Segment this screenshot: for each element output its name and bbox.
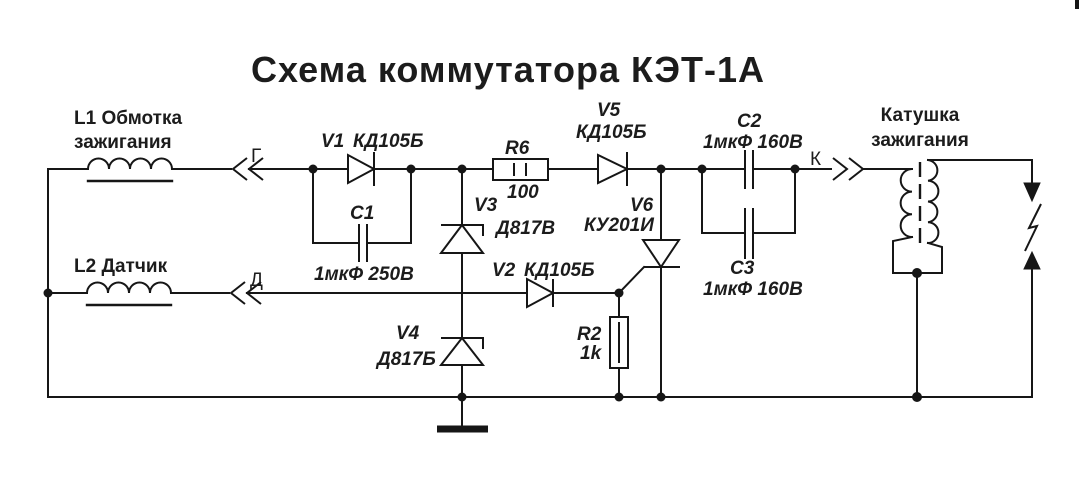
capacitor-c1: С1 1мкФ 250В — [312, 168, 414, 285]
resistor-r2: R2 1k — [577, 292, 629, 398]
c2-value: 1мкФ 160В — [703, 132, 803, 153]
connector-g: Г — [231, 146, 264, 181]
spark-gap-top-arrow-icon — [1023, 182, 1041, 203]
coil-secondary-winding — [926, 158, 940, 245]
coil-ht-wire — [927, 159, 1033, 184]
spark-lightning-icon — [1024, 203, 1042, 252]
r6-resistor-symbol — [492, 158, 549, 181]
v4-zener-symbol — [438, 336, 486, 366]
page-title: Схема коммутатора КЭТ-1А — [251, 49, 765, 90]
diode-v2: V2 КД105Б — [492, 260, 595, 309]
coil-primary-bottom-lead — [892, 235, 918, 274]
c2-capacitor-symbol — [744, 150, 754, 189]
l1-coil-symbol — [86, 157, 174, 171]
capacitor-c3: С3 1мкФ 160В — [701, 168, 803, 300]
v5-diode-symbol — [597, 153, 630, 185]
connector-g-label: Г — [251, 146, 261, 167]
resistor-r6: R6 100 — [492, 138, 549, 203]
v2-part: КД105Б — [524, 260, 595, 281]
wiring — [47, 168, 1033, 398]
c2-ref: С2 — [737, 111, 762, 132]
inductor-l2: L2 Датчик — [74, 256, 173, 307]
l2-label: L2 Датчик — [74, 256, 168, 277]
r6-ref: R6 — [505, 138, 530, 159]
v6-ref: V6 — [630, 195, 654, 216]
v6-gate-wire — [617, 265, 646, 295]
capacitor-c2: С2 1мкФ 160В — [703, 111, 803, 189]
v1-diode-symbol — [347, 153, 377, 185]
zener-v4: V4 Д817Б — [375, 323, 486, 398]
diode-v5: V5 КД105Б — [576, 100, 647, 186]
v4-part: Д817Б — [375, 349, 436, 370]
v3-ref: V3 — [474, 195, 498, 216]
v4-zener-bar — [441, 337, 484, 349]
spark-gap — [1023, 182, 1042, 398]
v6-part: КУ201И — [584, 215, 654, 236]
v1-ref: V1 — [321, 131, 344, 152]
connector-k: К — [810, 149, 865, 181]
r6-inner-marks — [513, 163, 527, 176]
coil-label-line1: Катушка — [881, 105, 960, 126]
c1-ref: С1 — [350, 203, 374, 224]
v6-thyristor-symbol — [641, 239, 681, 269]
v4-ref: V4 — [396, 323, 420, 344]
c1-value: 1мкФ 250В — [314, 264, 414, 285]
v3-zener-bar — [441, 224, 484, 236]
ignition-coil: Катушка зажигания — [871, 105, 1033, 398]
v2-diode-symbol — [526, 277, 556, 309]
v3-part: Д817В — [494, 218, 555, 239]
connector-k-label: К — [810, 149, 821, 170]
r2-value: 1k — [580, 343, 603, 364]
r6-value: 100 — [507, 182, 539, 203]
v3-zener-symbol — [439, 223, 485, 254]
coil-primary-winding — [899, 167, 914, 239]
diode-v1: V1 КД105Б — [321, 131, 424, 186]
c3-capacitor-symbol — [744, 208, 754, 259]
c1-loop-wire — [312, 168, 412, 244]
c3-value: 1мкФ 160В — [703, 279, 803, 300]
l2-coil-symbol — [85, 281, 173, 295]
junction-dots — [43, 164, 922, 402]
r2-resistor-symbol — [609, 316, 629, 369]
c1-capacitor-symbol — [358, 224, 368, 262]
connector-g-icon — [231, 157, 264, 181]
connector-d-label: Д — [250, 270, 263, 291]
inductor-l1: L1 Обмотка зажигания — [74, 108, 182, 183]
connector-k-icon — [832, 157, 865, 181]
v5-part: КД105Б — [576, 122, 647, 143]
v1-part: КД105Б — [353, 131, 424, 152]
l1-label-line2: зажигания — [74, 132, 172, 153]
v2-ref: V2 — [492, 260, 516, 281]
l1-label-line1: L1 Обмотка — [74, 108, 182, 129]
spark-gap-bottom-arrow-icon — [1023, 250, 1041, 270]
thyristor-v6: V6 КУ201И — [584, 168, 681, 398]
r2-ref: R2 — [577, 324, 602, 345]
zener-v3: V3 Д817В — [439, 168, 555, 339]
coil-secondary-bottom-lead — [916, 241, 943, 274]
c3-loop-wire — [701, 168, 796, 234]
v5-ref: V5 — [597, 100, 621, 121]
connector-d: Д — [229, 270, 263, 305]
coil-label-line2: зажигания — [871, 130, 969, 151]
connector-d-icon — [229, 281, 262, 305]
c3-ref: С3 — [730, 258, 755, 279]
ground — [437, 396, 488, 433]
edge-mark — [1075, 0, 1079, 9]
